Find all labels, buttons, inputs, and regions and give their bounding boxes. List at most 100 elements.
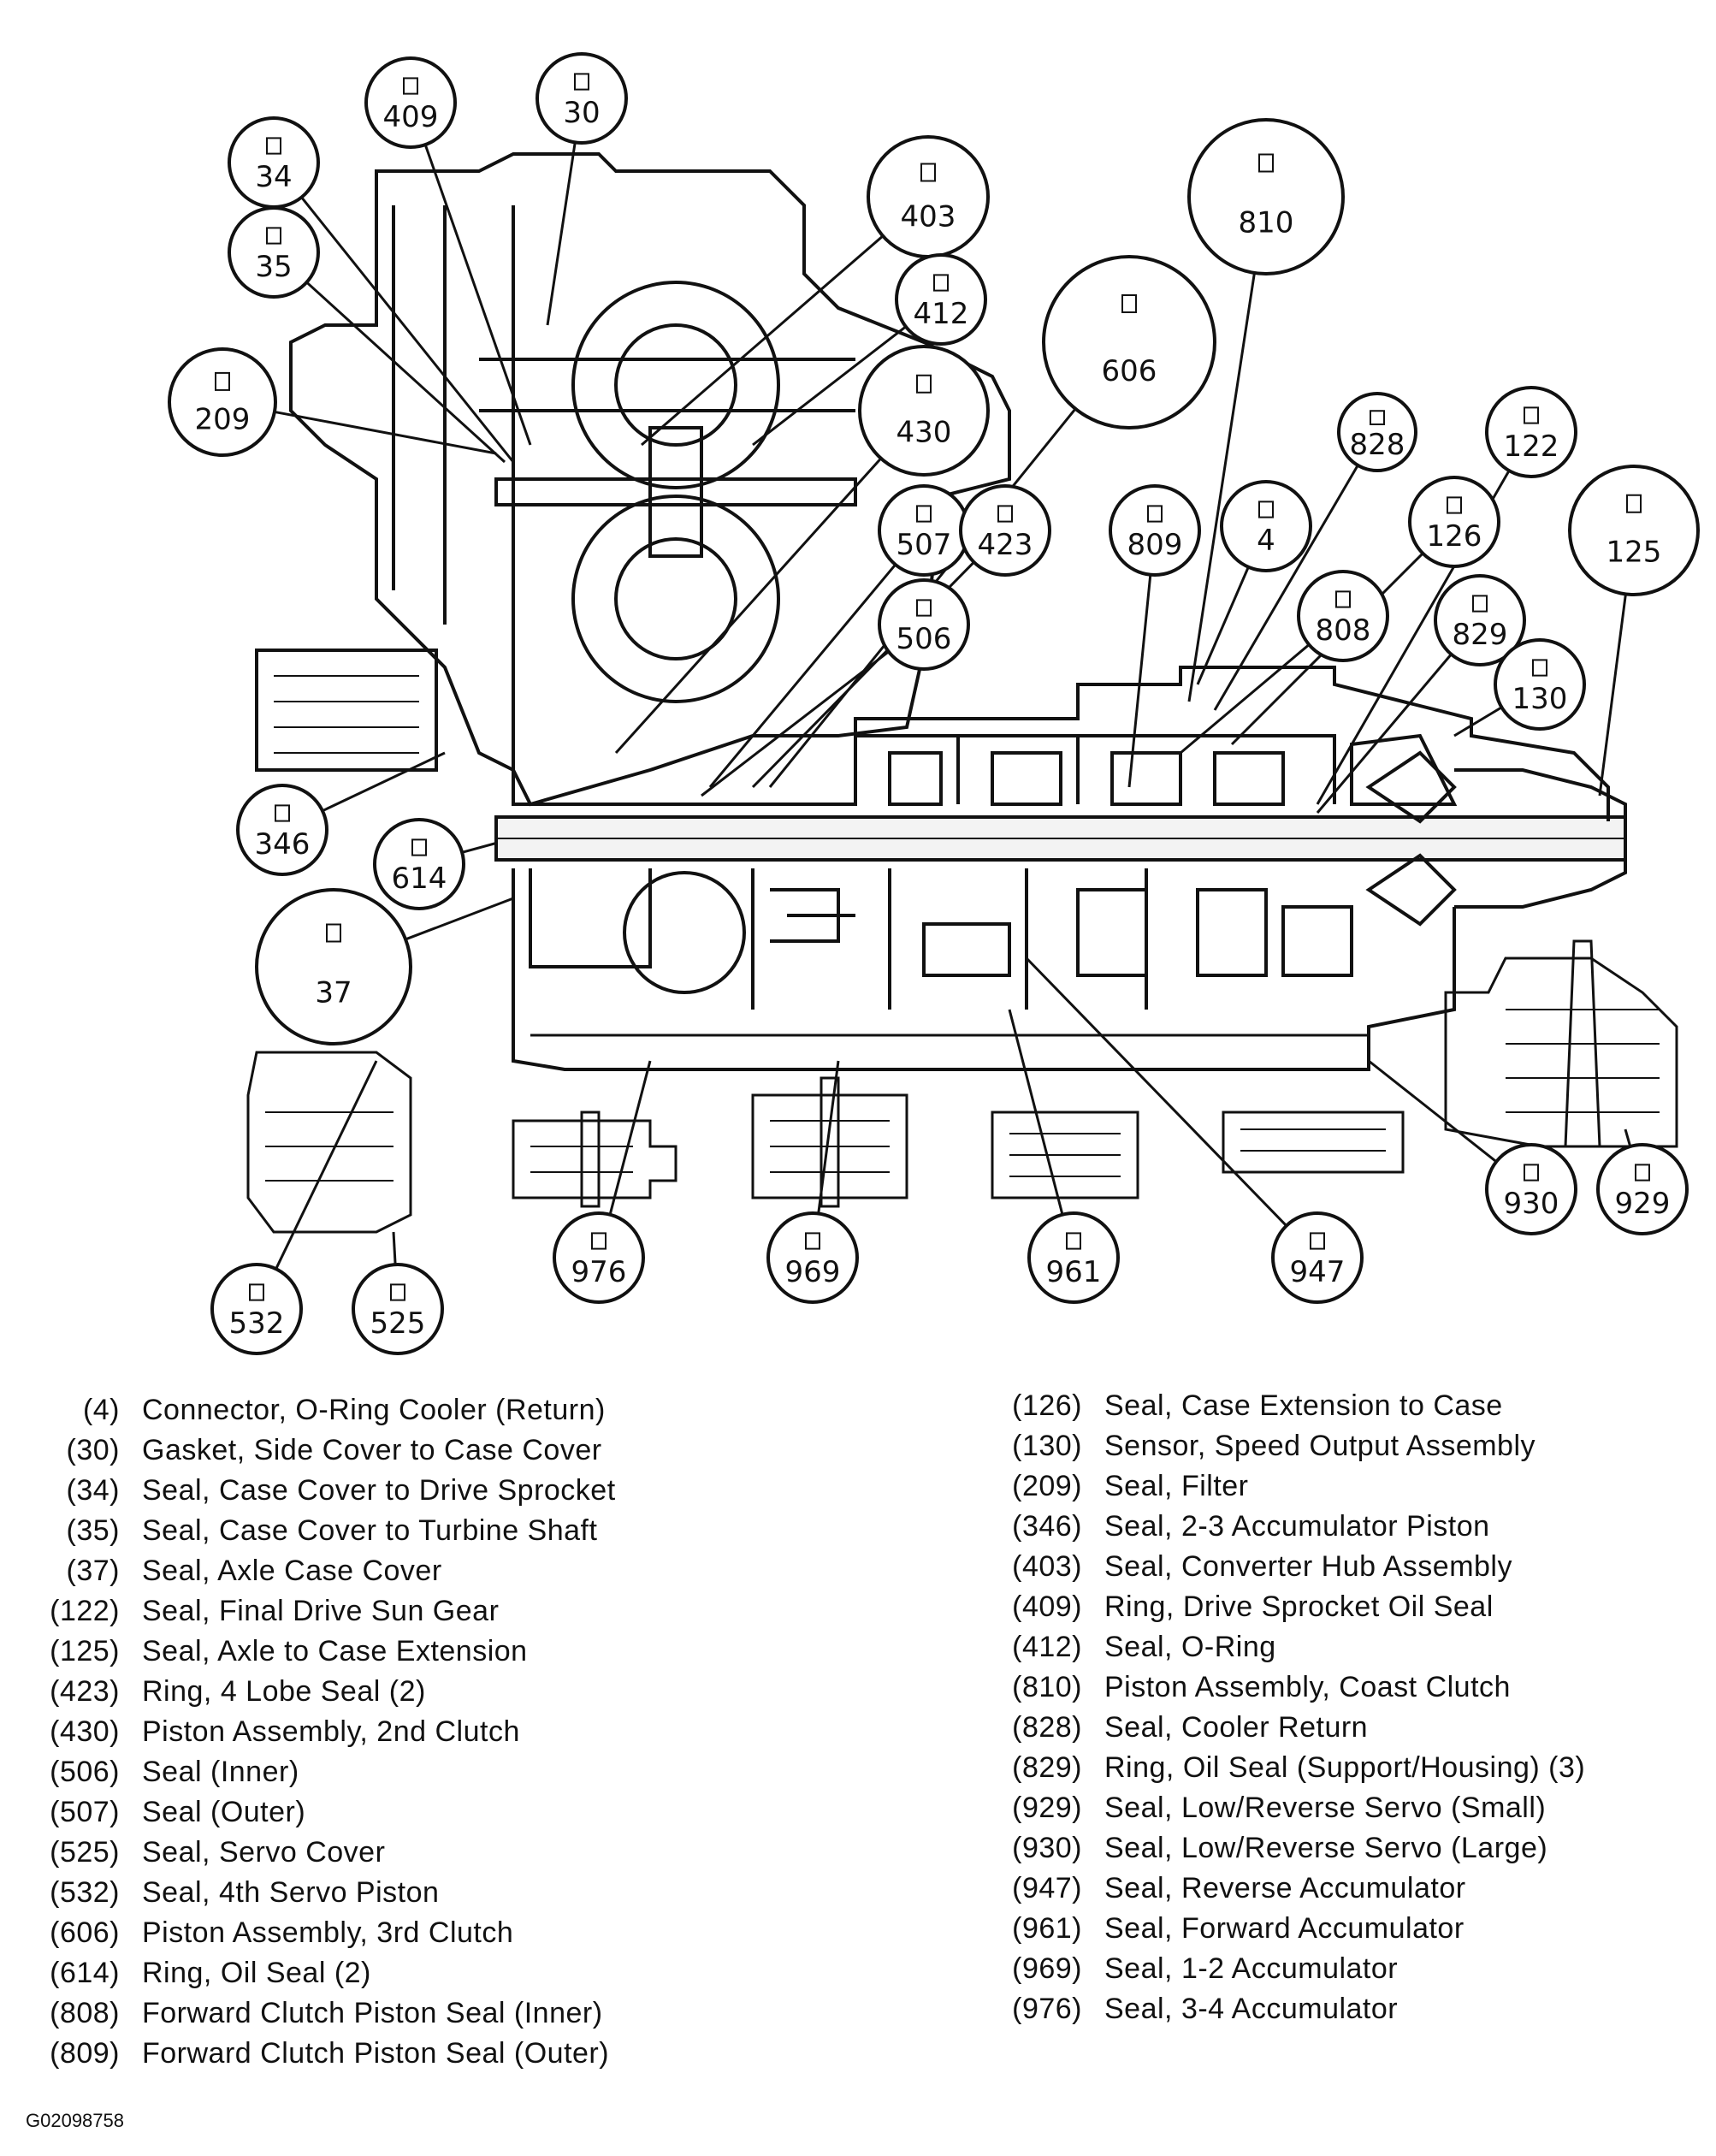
part-glyph-icon bbox=[916, 374, 932, 394]
legend-description: Seal, O-Ring bbox=[1104, 1631, 1276, 1663]
callout-label: 929 bbox=[1615, 1187, 1671, 1221]
legend-row: (506)Seal (Inner) bbox=[26, 1752, 950, 1792]
legend-description: Seal, Forward Accumulator bbox=[1104, 1912, 1465, 1945]
callout-403: 403 bbox=[867, 135, 990, 258]
legend-row: (828)Seal, Cooler Return bbox=[988, 1708, 1715, 1748]
legend-number: (606) bbox=[50, 1916, 120, 1949]
callout-614: 614 bbox=[373, 818, 465, 910]
leader-line-209 bbox=[274, 410, 497, 455]
legend-description: Seal, Case Extension to Case bbox=[1104, 1389, 1503, 1422]
part-glyph-icon bbox=[1524, 1164, 1539, 1182]
legend-number: (809) bbox=[50, 2037, 120, 2070]
part-glyph-icon bbox=[266, 137, 281, 155]
leader-line-809 bbox=[1127, 574, 1152, 788]
callout-532: 532 bbox=[210, 1263, 303, 1355]
callout-circle bbox=[1494, 638, 1586, 731]
legend-description: Ring, Oil Seal (Support/Housing) (3) bbox=[1104, 1751, 1586, 1784]
callout-947: 947 bbox=[1271, 1211, 1364, 1304]
part-glyph-icon bbox=[1635, 1164, 1650, 1182]
callout-label: 30 bbox=[563, 96, 600, 130]
leader-line-929 bbox=[1624, 1128, 1632, 1147]
callout-125: 125 bbox=[1568, 465, 1700, 596]
callout-label: 829 bbox=[1453, 618, 1508, 652]
legend-description: Seal, 1-2 Accumulator bbox=[1104, 1952, 1399, 1985]
legend-row: (30)Gasket, Side Cover to Case Cover bbox=[26, 1430, 950, 1471]
legend-description: Seal, Case Cover to Drive Sprocket bbox=[142, 1474, 616, 1507]
legend-row: (4)Connector, O-Ring Cooler (Return) bbox=[26, 1390, 950, 1430]
legend-number: (930) bbox=[1012, 1832, 1082, 1864]
callout-810: 810 bbox=[1187, 118, 1345, 275]
part-glyph-icon bbox=[1121, 294, 1137, 313]
legend-row: (122)Seal, Final Drive Sun Gear bbox=[26, 1591, 950, 1632]
legend-row: (507)Seal (Outer) bbox=[26, 1792, 950, 1833]
legend-row: (430)Piston Assembly, 2nd Clutch bbox=[26, 1712, 950, 1752]
part-glyph-icon bbox=[326, 923, 341, 943]
legend-row: (606)Piston Assembly, 3rd Clutch bbox=[26, 1913, 950, 1953]
callout-circle bbox=[1220, 480, 1312, 572]
callout-976: 976 bbox=[553, 1211, 645, 1304]
legend-description: Seal (Outer) bbox=[142, 1796, 306, 1828]
legend-row: (969)Seal, 1-2 Accumulator bbox=[988, 1949, 1715, 1989]
leader-line-37 bbox=[405, 897, 514, 941]
legend-row: (961)Seal, Forward Accumulator bbox=[988, 1909, 1715, 1949]
callout-label: 614 bbox=[392, 862, 447, 896]
callout-circle bbox=[255, 888, 412, 1045]
legend-number: (4) bbox=[82, 1394, 120, 1426]
callout-label: 976 bbox=[571, 1255, 627, 1289]
legend-row: (35)Seal, Case Cover to Turbine Shaft bbox=[26, 1511, 950, 1551]
part-glyph-icon bbox=[920, 163, 936, 182]
callout-label: 34 bbox=[255, 160, 292, 194]
callout-circle bbox=[1485, 1143, 1577, 1235]
leader-line-506 bbox=[701, 650, 890, 797]
legend-row: (423)Ring, 4 Lobe Seal (2) bbox=[26, 1672, 950, 1712]
part-glyph-icon bbox=[1147, 505, 1163, 523]
callout-circle bbox=[1271, 1211, 1364, 1304]
callout-circle bbox=[1434, 574, 1526, 666]
callout-346: 346 bbox=[236, 784, 328, 876]
callout-126: 126 bbox=[1408, 476, 1500, 568]
leader-line-430 bbox=[614, 457, 882, 755]
legend-number: (346) bbox=[1012, 1510, 1082, 1543]
legend-row: (125)Seal, Axle to Case Extension bbox=[26, 1632, 950, 1672]
transmission-body bbox=[255, 152, 1627, 1071]
callout-525: 525 bbox=[352, 1263, 444, 1355]
leader-line-810 bbox=[1187, 272, 1256, 702]
legend-description: Seal, Low/Reverse Servo (Large) bbox=[1104, 1832, 1548, 1864]
legend-number: (947) bbox=[1012, 1872, 1082, 1904]
legend-number: (126) bbox=[1012, 1389, 1082, 1422]
leader-line-829 bbox=[1316, 653, 1453, 814]
callout-label: 209 bbox=[195, 403, 251, 437]
callout-label: 930 bbox=[1504, 1187, 1559, 1221]
legend-row: (947)Seal, Reverse Accumulator bbox=[988, 1869, 1715, 1909]
callout-circle bbox=[867, 135, 990, 258]
legend-number: (122) bbox=[50, 1595, 120, 1627]
callout-label: 606 bbox=[1102, 354, 1157, 388]
legend-row: (829)Ring, Oil Seal (Support/Housing) (3… bbox=[988, 1748, 1715, 1788]
legend-left: (4)Connector, O-Ring Cooler (Return)(30)… bbox=[26, 1390, 950, 2074]
callout-circle bbox=[1485, 386, 1577, 478]
legend-row: (34)Seal, Case Cover to Drive Sprocket bbox=[26, 1471, 950, 1511]
legend-number: (506) bbox=[50, 1756, 120, 1788]
legend-row: (37)Seal, Axle Case Cover bbox=[26, 1551, 950, 1591]
part-glyph-icon bbox=[1626, 494, 1642, 513]
callout-circle bbox=[364, 56, 457, 149]
legend-description: Seal, Filter bbox=[1104, 1470, 1249, 1502]
part-glyph-icon bbox=[275, 804, 290, 822]
legend-row: (976)Seal, 3-4 Accumulator bbox=[988, 1989, 1715, 2029]
callout-circle bbox=[1297, 570, 1389, 662]
legend-row: (808)Forward Clutch Piston Seal (Inner) bbox=[26, 1993, 950, 2034]
leader-line-947 bbox=[1025, 957, 1287, 1227]
legend-number: (808) bbox=[50, 1997, 120, 2029]
callout-label: 346 bbox=[255, 827, 311, 862]
part-glyph-icon bbox=[574, 73, 589, 91]
legend-row: (810)Piston Assembly, Coast Clutch bbox=[988, 1667, 1715, 1708]
callout-label: 507 bbox=[896, 528, 952, 562]
callout-808: 808 bbox=[1297, 570, 1389, 662]
legend-description: Seal, Axle to Case Extension bbox=[142, 1635, 528, 1667]
legend-description: Seal, 4th Servo Piston bbox=[142, 1876, 440, 1909]
part-glyph-icon bbox=[1310, 1232, 1325, 1250]
legend-number: (430) bbox=[50, 1715, 120, 1748]
callout-circle bbox=[959, 484, 1051, 577]
leader-line-30 bbox=[546, 142, 577, 326]
